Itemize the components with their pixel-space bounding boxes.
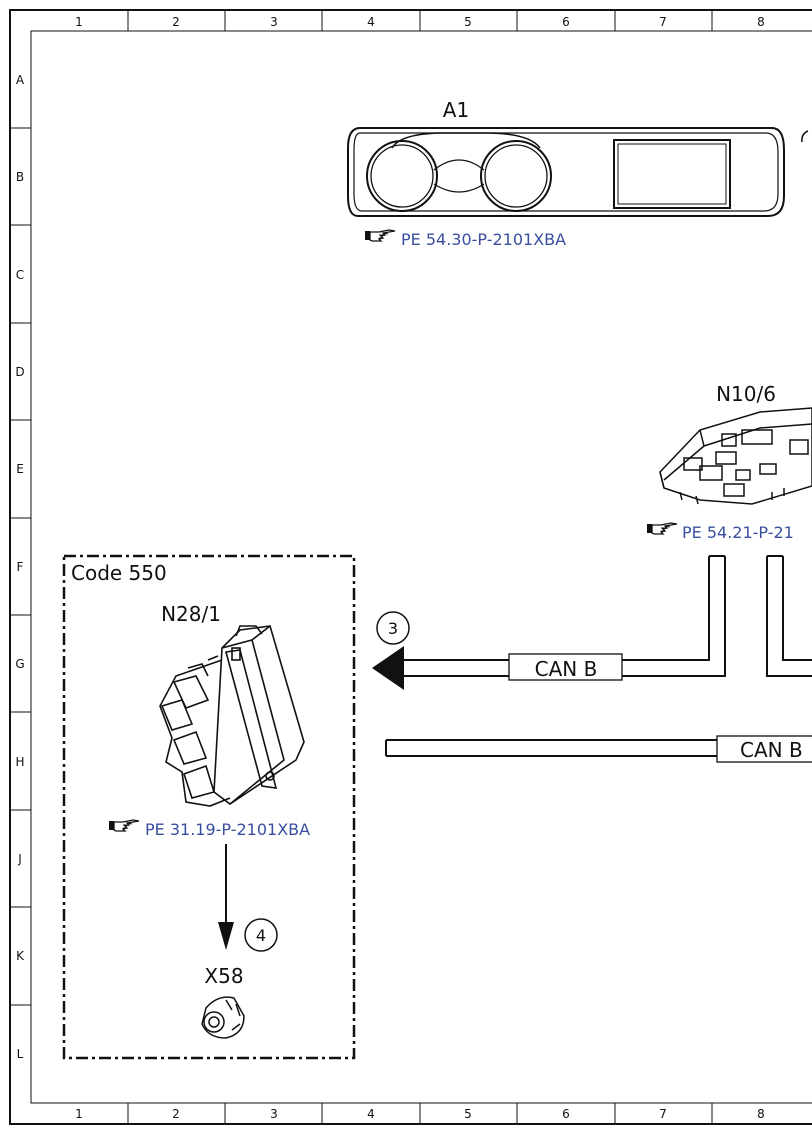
a1-reference[interactable]: PE 54.30-P-2101XBA (364, 229, 566, 249)
col-label: 4 (367, 1107, 375, 1121)
col-label: 6 (562, 15, 570, 29)
pointing-hand-icon (108, 819, 140, 832)
offpage-bus-segment (766, 555, 812, 677)
row-label: G (15, 657, 24, 671)
can-b-lower-bus[interactable]: CAN B (385, 735, 812, 763)
socket-connector-icon (201, 996, 245, 1039)
arrow-left-icon (372, 646, 404, 690)
col-label: 8 (757, 15, 765, 29)
n10-6-label: N10/6 (716, 382, 776, 406)
offpage-connector-fragment (801, 130, 809, 143)
n10-6-reference[interactable]: PE 54.21-P-21 (646, 522, 794, 542)
row-label: L (17, 1047, 24, 1061)
n28-to-x58-connection[interactable]: 4 (218, 844, 278, 952)
col-label: 2 (172, 1107, 180, 1121)
a1-instrument-cluster[interactable]: A1 PE 54.30-P-2101XBA (347, 98, 785, 249)
n10-6-module[interactable]: N10/6 PE 54.21-P-21 (646, 382, 812, 542)
x58-connector[interactable]: X58 (201, 964, 245, 1039)
grid-ticks (10, 10, 713, 1124)
sheet-frame (9, 9, 812, 1125)
code-550-boundary (62, 554, 356, 1060)
row-label: J (17, 852, 22, 866)
col-label: 7 (659, 15, 667, 29)
pointing-hand-icon (364, 229, 396, 242)
col-label: 2 (172, 15, 180, 29)
col-label: 8 (757, 1107, 765, 1121)
row-labels: A B C D E F G H J K L (15, 73, 25, 1061)
row-label: D (15, 365, 24, 379)
x58-label: X58 (204, 964, 243, 988)
callout-circle (244, 918, 278, 952)
can-b-label-box (716, 735, 812, 763)
row-label: C (16, 268, 24, 282)
row-label: A (16, 73, 25, 87)
can-b-label-box (508, 653, 623, 681)
col-label: 1 (75, 15, 83, 29)
row-label: F (17, 560, 24, 574)
col-label: 6 (562, 1107, 570, 1121)
n28-1-ref-text[interactable]: PE 31.19-P-2101XBA (145, 820, 310, 839)
row-label: B (16, 170, 24, 184)
callout-3: 3 (388, 619, 398, 638)
pointing-hand-icon (646, 522, 678, 535)
row-label: K (16, 949, 25, 963)
col-label: 5 (464, 1107, 472, 1121)
a1-ref-text[interactable]: PE 54.30-P-2101XBA (401, 230, 566, 249)
trailer-module-icon (159, 625, 305, 807)
col-label: 4 (367, 15, 375, 29)
a1-label: A1 (443, 98, 469, 122)
col-label: 3 (270, 15, 278, 29)
n10-6-ref-text[interactable]: PE 54.21-P-21 (682, 523, 794, 542)
arrow-down-icon (218, 922, 234, 950)
sam-module-icon (659, 407, 812, 505)
code-550-label: Code 550 (71, 561, 167, 585)
col-label: 1 (75, 1107, 83, 1121)
n28-1-module[interactable]: N28/1 PE 31.19-P-2101XBA (108, 602, 310, 839)
row-label: H (15, 755, 24, 769)
n28-1-reference[interactable]: PE 31.19-P-2101XBA (108, 819, 310, 839)
callout-4: 4 (256, 926, 266, 945)
can-b-label: CAN B (535, 657, 598, 681)
n28-1-label: N28/1 (161, 602, 221, 626)
col-label: 5 (464, 15, 472, 29)
can-b-label: CAN B (740, 738, 803, 762)
row-label: E (16, 462, 24, 476)
can-b-upper-bus[interactable]: CAN B 3 (372, 555, 726, 690)
column-labels-bottom: 1 2 3 4 5 6 7 8 (75, 1107, 765, 1121)
instrument-cluster-icon (347, 127, 785, 217)
col-label: 7 (659, 1107, 667, 1121)
col-label: 3 (270, 1107, 278, 1121)
callout-circle (376, 611, 410, 645)
code-550-group: Code 550 (62, 554, 356, 1060)
column-labels-top: 1 2 3 4 5 6 7 8 (75, 15, 765, 29)
